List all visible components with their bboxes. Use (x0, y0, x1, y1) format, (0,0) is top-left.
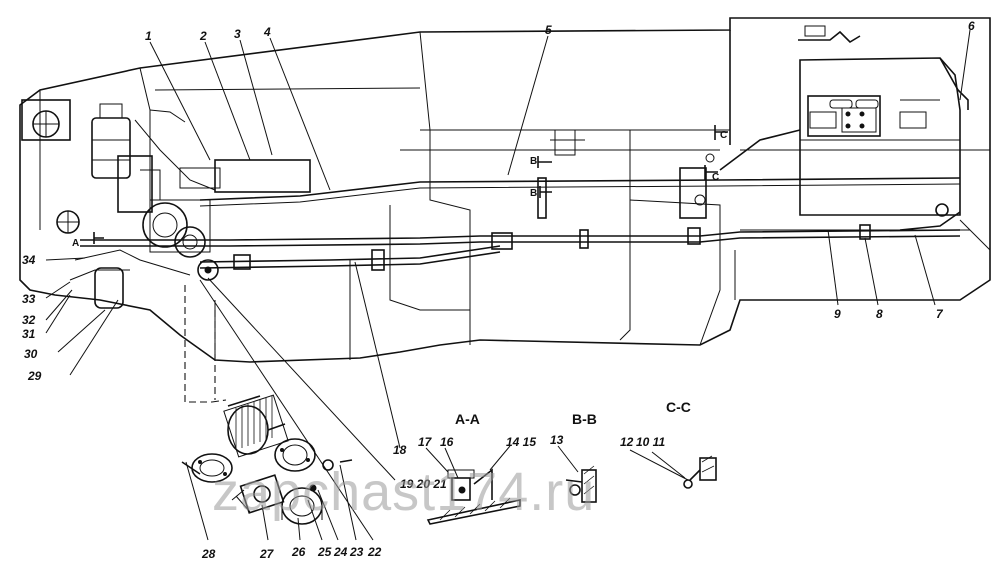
section-view-c-c: С-С (666, 399, 717, 489)
callout-2: 2 (199, 29, 207, 43)
bolt (339, 459, 353, 463)
callout-34: 34 (22, 253, 36, 267)
callout-25: 25 (317, 545, 332, 559)
section-title-b-b: В-В (572, 411, 597, 427)
callout-22: 22 (367, 545, 382, 559)
callout-18: 18 (393, 443, 407, 457)
callout-28: 28 (201, 547, 216, 561)
callout-17: 17 (418, 435, 433, 449)
section-mark-b-upper: В (530, 156, 537, 167)
callout-19-20-21: 19 20 21 (400, 477, 447, 491)
watermark: zapchast174.ru (212, 462, 595, 522)
callout-12: 12 (620, 435, 634, 449)
callout-5: 5 (545, 23, 552, 37)
section-mark-a: А (72, 238, 79, 249)
callout-32: 32 (22, 313, 36, 327)
callout-24: 24 (333, 545, 348, 559)
vehicle-body-outline (19, 17, 991, 363)
callout-29: 29 (27, 369, 42, 383)
callout-16: 16 (440, 435, 454, 449)
fuel-lines (69, 109, 961, 281)
callout-26: 26 (291, 545, 306, 559)
projection-lines (184, 285, 227, 403)
section-view-b-b: В-В (565, 411, 597, 503)
callout-14-15: 14 15 (506, 435, 536, 449)
section-mark-b-lower: В (530, 188, 537, 199)
callout-4: 4 (263, 25, 271, 39)
nut (309, 484, 317, 492)
callout-10-11: 10 11 (636, 435, 665, 449)
leader-lines (45, 29, 971, 541)
section-mark-c-lower: С (712, 172, 719, 183)
section-title-c-c: С-С (666, 399, 691, 415)
filter-body (231, 474, 285, 514)
callout-labels: 1 2 3 4 5 6 7 8 9 10 11 12 13 14 15 16 1… (22, 19, 975, 561)
callout-30: 30 (24, 347, 38, 361)
callout-6: 6 (968, 19, 975, 33)
callout-1: 1 (145, 29, 152, 43)
callout-9: 9 (834, 307, 841, 321)
gasket-left (191, 453, 233, 483)
callout-8: 8 (876, 307, 883, 321)
callout-33: 33 (22, 292, 36, 306)
callout-3: 3 (234, 27, 241, 41)
callout-23: 23 (349, 545, 364, 559)
section-view-a-a: А-А (426, 411, 521, 525)
exploded-filter-view (181, 394, 353, 525)
front-mounting-block (21, 99, 80, 234)
fuel-tank (798, 25, 969, 217)
section-mark-c-upper: С (720, 130, 727, 141)
section-markers: С С В В А (72, 125, 728, 249)
section-title-a-a: А-А (455, 411, 480, 427)
filter-element (223, 394, 289, 458)
fuel-filter-upper (91, 103, 153, 213)
engine-components (94, 159, 311, 309)
filter-bowl (281, 487, 323, 525)
callout-27: 27 (259, 547, 275, 561)
callout-13: 13 (550, 433, 564, 447)
callout-31: 31 (22, 327, 36, 341)
gasket-right (274, 438, 316, 472)
callout-7: 7 (936, 307, 944, 321)
stud (181, 461, 201, 475)
